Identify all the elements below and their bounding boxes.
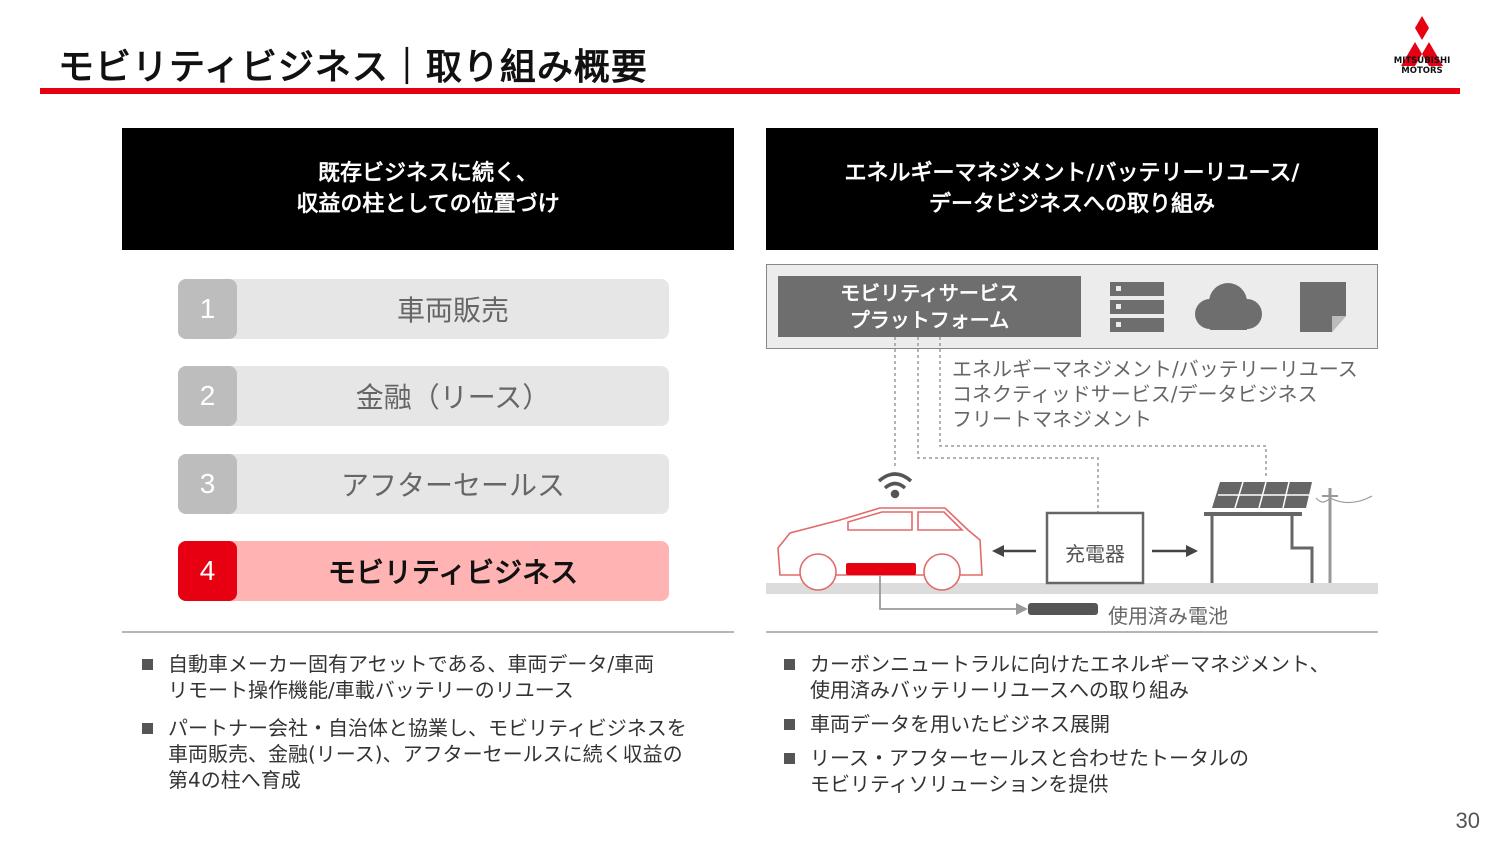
bullet-line: 自動車メーカー固有アセットである、車両データ/車両 <box>168 652 655 676</box>
wifi-icon <box>877 472 913 499</box>
charger-label: 充電器 <box>1065 542 1125 566</box>
right-divider <box>766 631 1378 633</box>
pillar-item-highlighted: 4 モビリティビジネス <box>178 541 669 601</box>
pillar-label: アフターセールス <box>340 469 565 502</box>
pillar-number: 2 <box>178 366 237 426</box>
service-line: フリートマネジメント <box>952 407 1152 431</box>
car-icon <box>777 507 983 591</box>
title-rule <box>40 88 1460 94</box>
bullet-line: リース・アフターセールスと合わせたトータルの <box>810 746 1249 770</box>
pillar-item: 3 アフターセールス <box>178 454 669 514</box>
pillar-item: 1 車両販売 <box>178 279 669 339</box>
right-heading-line-2: データビジネスへの取り組み <box>928 192 1215 217</box>
bullet-line: リモート操作機能/車載バッテリーのリユース <box>168 678 574 702</box>
bullet-item: 自動車メーカー固有アセットである、車両データ/車両 リモート操作機能/車載バッテ… <box>140 651 740 703</box>
bullet-line: カーボンニュートラルに向けたエネルギーマネジメント、 <box>810 652 1330 676</box>
left-bullet-list: 自動車メーカー固有アセットである、車両データ/車両 リモート操作機能/車載バッテ… <box>140 651 740 793</box>
bullet-item: パートナー会社・自治体と協業し、モビリティビジネスを 車両販売、金融(リース)、… <box>140 715 740 793</box>
cloud-icon <box>1195 283 1262 330</box>
bullet-line: 使用済みバッテリーリユースへの取り組み <box>810 678 1189 702</box>
utility-pole-icon <box>1315 488 1373 583</box>
bullet-line: 車両販売、金融(リース)、アフターセールスに続く収益の <box>168 742 683 766</box>
right-column-heading: エネルギーマネジメント/バッテリーリユース/ データビジネスへの取り組み <box>766 128 1378 250</box>
platform-label: モビリティサービス プラットフォーム <box>778 276 1081 337</box>
logo-text-line-1: MITSUBISHI <box>1393 56 1451 66</box>
document-icon <box>1300 282 1346 332</box>
battery-icon <box>846 563 916 575</box>
pillar-item: 2 金融（リース） <box>178 366 669 426</box>
left-divider <box>122 631 734 633</box>
charger-box <box>1045 511 1145 585</box>
battery-arrow <box>879 575 1018 610</box>
server-icon <box>1110 282 1164 332</box>
platform-label-line-1: モビリティサービス <box>840 280 1019 305</box>
ground <box>766 583 1378 594</box>
page-title: モビリティビジネス｜取り組み概要 <box>58 47 648 88</box>
right-bullet-list: カーボンニュートラルに向けたエネルギーマネジメント、 使用済みバッテリーリユース… <box>782 651 1382 797</box>
mitsubishi-logo <box>1401 16 1443 66</box>
service-line: コネクティッドサービス/データビジネス <box>952 382 1318 406</box>
platform-label-line-2: プラットフォーム <box>849 307 1010 332</box>
pillar-number: 1 <box>178 279 237 339</box>
left-heading-line-1: 既存ビジネスに続く、 <box>317 161 538 186</box>
bullet-line: 車両データを用いたビジネス展開 <box>810 712 1110 736</box>
bullet-item: リース・アフターセールスと合わせたトータルの モビリティソリューションを提供 <box>782 745 1382 797</box>
bullet-item: 車両データを用いたビジネス展開 <box>782 711 1382 737</box>
right-heading-line-1: エネルギーマネジメント/バッテリーリユース/ <box>844 161 1300 186</box>
pillar-number: 4 <box>178 541 237 601</box>
left-heading-line-2: 収益の柱としての位置づけ <box>296 192 560 217</box>
connector-lines <box>894 337 1267 512</box>
page-number: 30 <box>1455 808 1480 833</box>
arrow-head <box>1016 603 1028 615</box>
logo-text-line-2: MOTORS <box>1401 66 1443 76</box>
bullet-item: カーボンニュートラルに向けたエネルギーマネジメント、 使用済みバッテリーリユース… <box>782 651 1382 703</box>
bullet-line: パートナー会社・自治体と協業し、モビリティビジネスを <box>168 716 687 740</box>
service-line: エネルギーマネジメント/バッテリーリユース <box>952 357 1358 381</box>
bullet-line: 第4の柱へ育成 <box>168 768 301 792</box>
used-battery-icon <box>1028 603 1098 615</box>
solar-panel-icon <box>1204 481 1314 583</box>
pillar-label: 車両販売 <box>396 294 509 327</box>
used-battery-label: 使用済み電池 <box>1108 604 1228 628</box>
platform-services: エネルギーマネジメント/バッテリーリユース コネクティッドサービス/データビジネ… <box>952 357 1358 432</box>
pillar-number: 3 <box>178 454 237 514</box>
left-column-heading: 既存ビジネスに続く、 収益の柱としての位置づけ <box>122 128 734 250</box>
pillar-label: モビリティビジネス <box>327 556 579 589</box>
pillar-label: 金融（リース） <box>355 381 551 414</box>
bullet-line: モビリティソリューションを提供 <box>810 772 1109 796</box>
